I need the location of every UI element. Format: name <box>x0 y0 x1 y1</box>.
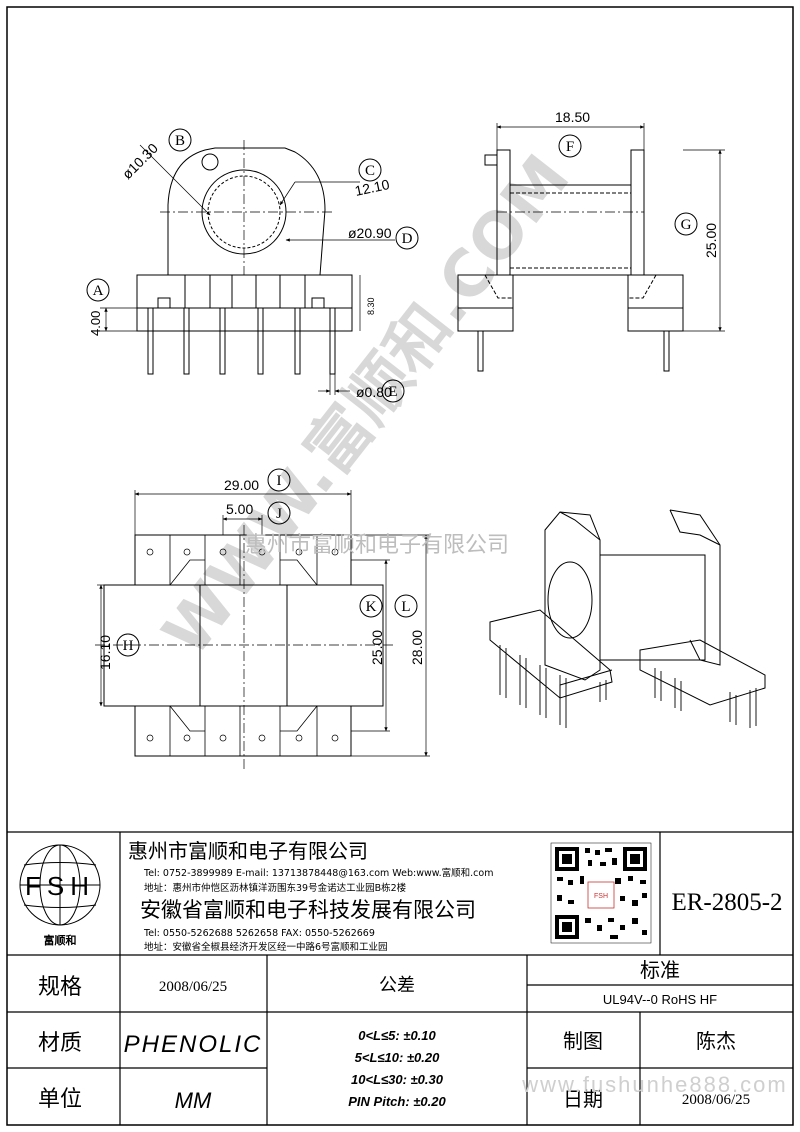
website-watermark: www.fushunhe888.com <box>521 1072 787 1097</box>
marker-g: G <box>681 217 692 233</box>
reference-marker-labels: B C D A E F G I J H K L <box>93 133 692 654</box>
tolerance-line-2: 5<L≤10: ±0.20 <box>355 1050 441 1065</box>
company2-name: 安徽省富顺和电子科技发展有限公司 <box>140 898 476 922</box>
dim-f-width: 18.50 <box>555 109 590 125</box>
front-view <box>136 140 353 375</box>
reference-markers <box>86 128 698 657</box>
marker-d: D <box>402 231 413 247</box>
marker-h: H <box>123 638 134 654</box>
bottom-view-dimensions <box>97 490 430 757</box>
marker-j: J <box>276 506 282 522</box>
dim-pin-height: 8.30 <box>366 297 376 315</box>
dim-k-length: 25.00 <box>369 630 385 665</box>
isometric-view <box>489 509 766 728</box>
unit-value: MM <box>175 1088 212 1113</box>
company1-contact: Tel: 0752-3899989 E-mail: 13713878448@16… <box>143 867 493 879</box>
fsh-logo <box>19 844 101 926</box>
marker-l: L <box>401 599 410 615</box>
marker-c: C <box>365 163 375 179</box>
dim-e-pin-diameter: ø0.80 <box>356 384 392 400</box>
dim-l-length: 28.00 <box>409 630 425 665</box>
spec-value: 2008/06/25 <box>159 979 227 995</box>
qr-code <box>550 842 652 944</box>
marker-k: K <box>366 599 377 615</box>
company-watermark: 惠州市富顺和电子有限公司 <box>245 533 509 558</box>
logo-text: FSH <box>25 871 95 901</box>
spec-label: 规格 <box>38 975 82 1000</box>
date-label: 日期 <box>563 1087 603 1111</box>
date-value: 2008/06/25 <box>682 1092 750 1108</box>
marker-i: I <box>277 473 282 489</box>
dim-j-pitch: 5.00 <box>226 501 253 517</box>
dim-h-height: 16.10 <box>97 635 113 670</box>
standard-value: UL94V--0 RoHS HF <box>603 992 717 1007</box>
dim-a-height: 4.00 <box>88 311 103 336</box>
unit-label: 单位 <box>38 1087 82 1112</box>
material-value: PHENOLIC <box>124 1031 263 1058</box>
company2-contact: Tel: 0550-5262688 5262658 FAX: 0550-5262… <box>143 928 375 939</box>
drawn-value: 陈杰 <box>696 1029 736 1053</box>
svg-text:WWW.富顺和.COM: WWW.富顺和.COM <box>149 142 584 670</box>
title-block-lines <box>7 831 793 1125</box>
marker-b: B <box>175 133 185 149</box>
logo-caption: 富顺和 <box>44 933 77 947</box>
standard-label: 标准 <box>640 958 680 982</box>
marker-a: A <box>93 283 104 299</box>
tolerance-line-4: PIN Pitch: ±0.20 <box>348 1094 446 1109</box>
dim-b-diameter: ø10.30 <box>119 140 161 182</box>
tolerance-line-3: 10<L≤30: ±0.30 <box>351 1072 444 1087</box>
dim-i-width: 29.00 <box>224 477 259 493</box>
marker-e: E <box>388 384 397 400</box>
dim-g-height: 25.00 <box>703 223 719 258</box>
tolerance-line-1: 0<L≤5: ±0.10 <box>358 1028 436 1043</box>
dim-c-width: 12.10 <box>353 176 391 199</box>
sheet-border <box>6 6 794 1126</box>
side-view-dimensions <box>496 123 725 332</box>
drawn-label: 制图 <box>563 1029 603 1053</box>
tolerance-label: 公差 <box>379 975 415 996</box>
part-number: ER-2805-2 <box>671 889 782 916</box>
side-view <box>457 149 684 372</box>
dim-d-diameter: ø20.90 <box>348 225 392 241</box>
company1-address: 地址：惠州市仲恺区沥林镇洋沥围东39号金诺达工业园B栋2楼 <box>144 882 407 894</box>
company2-address: 地址：安徽省全椒县经济开发区经一中路6号富顺和工业园 <box>144 941 388 953</box>
front-view-dimensions <box>100 144 395 395</box>
diagonal-watermark: WWW.富顺和.COM <box>149 142 584 670</box>
company1-name: 惠州市富顺和电子有限公司 <box>128 839 368 863</box>
qr-label: FSH <box>594 893 608 900</box>
marker-f: F <box>566 139 574 155</box>
material-label: 材质 <box>38 1031 82 1056</box>
